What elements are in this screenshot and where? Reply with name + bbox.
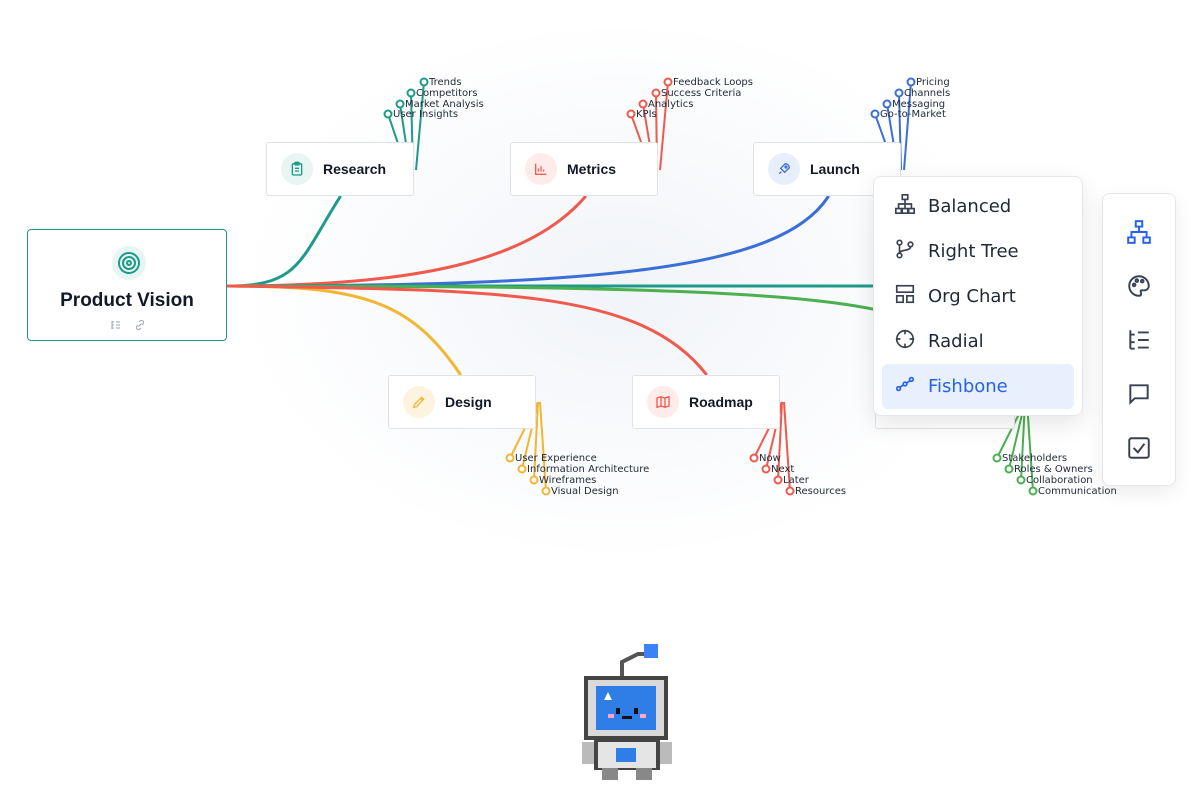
layout-menu: Balanced Right Tree Org Chart Radial [873,176,1083,416]
leaf-trends[interactable]: Trends [429,77,462,88]
connector-team [226,284,902,318]
node-research[interactable]: Research [266,142,414,196]
node-label-research: Research [323,161,387,177]
leaf-visual-design[interactable]: Visual Design [551,486,619,497]
leaf-messaging[interactable]: Messaging [892,99,946,110]
node-metrics[interactable]: Metrics [510,142,658,196]
root-title: Product Vision [60,290,194,311]
leaf-feedback-loops[interactable]: Feedback Loops [673,77,753,88]
menu-item-balanced[interactable]: Balanced [882,184,1074,229]
leaf-stakeholders[interactable]: Stakeholders [1002,453,1068,464]
hierarchy-icon [894,193,916,220]
comment-icon[interactable] [1123,378,1155,410]
node-roadmap[interactable]: Roadmap [632,375,780,429]
connector-roadmap [226,284,708,376]
leaf-analytics[interactable]: Analytics [648,99,694,110]
leaf-collaboration[interactable]: Collaboration [1026,475,1093,486]
outline-icon[interactable] [1123,324,1155,356]
menu-item-label: Right Tree [928,241,1019,262]
leaf-pricing[interactable]: Pricing [916,77,950,88]
menu-item-org-chart[interactable]: Org Chart [882,274,1074,319]
leaf-information-architecture[interactable]: Information Architecture [527,464,650,475]
fishbone-icon [894,373,916,400]
git-branch-icon [894,238,916,265]
menu-item-radial[interactable]: Radial [882,319,1074,364]
leaf-communication[interactable]: Communication [1038,486,1117,497]
rocket-icon [768,153,800,185]
node-label-launch: Launch [810,161,860,177]
leaf-resources[interactable]: Resources [795,486,847,497]
leaf-go-to-market[interactable]: Go-to-Market [880,109,946,120]
org-chart-icon [894,283,916,310]
menu-item-label: Balanced [928,196,1012,217]
radial-icon [894,328,916,355]
node-label-design: Design [445,394,492,410]
leaf-now[interactable]: Now [759,453,781,464]
root-node[interactable]: Product Vision [27,229,227,341]
right-toolbar [1102,193,1176,486]
leaf-roles-owners[interactable]: Roles & Owners [1014,464,1093,475]
connector-design [226,284,462,376]
menu-item-right-tree[interactable]: Right Tree [882,229,1074,274]
robot-mascot-icon[interactable] [572,640,682,785]
link-icon[interactable] [134,318,146,336]
leaf-market-analysis[interactable]: Market Analysis [405,99,484,110]
node-design[interactable]: Design [388,375,536,429]
palette-icon[interactable] [1123,270,1155,302]
menu-item-fishbone[interactable]: Fishbone [882,364,1074,409]
leaf-success-criteria[interactable]: Success Criteria [661,88,742,99]
task-icon[interactable] [1123,432,1155,464]
menu-item-label: Fishbone [928,376,1008,397]
leaf-wireframes[interactable]: Wireframes [539,475,597,486]
connector-research [226,195,342,288]
map-icon [647,386,679,418]
leaf-kpis[interactable]: KPIs [636,109,657,120]
outline-icon[interactable] [110,318,122,336]
node-launch[interactable]: Launch [753,142,901,196]
clipboard-icon [281,153,313,185]
pencil-icon [403,386,435,418]
node-label-metrics: Metrics [567,161,617,177]
layout-icon[interactable] [1123,216,1155,248]
leaf-next[interactable]: Next [771,464,795,475]
menu-item-label: Org Chart [928,286,1016,307]
leaf-user-experience[interactable]: User Experience [515,453,597,464]
bar-chart-icon [525,153,557,185]
node-label-roadmap: Roadmap [689,394,753,410]
leaf-user-insights[interactable]: User Insights [393,109,459,120]
connector-metrics [226,195,587,288]
leaf-competitors[interactable]: Competitors [416,88,478,99]
menu-item-label: Radial [928,331,984,352]
leaf-later[interactable]: Later [783,475,809,486]
target-icon [112,246,146,280]
leaf-channels[interactable]: Channels [904,88,951,99]
